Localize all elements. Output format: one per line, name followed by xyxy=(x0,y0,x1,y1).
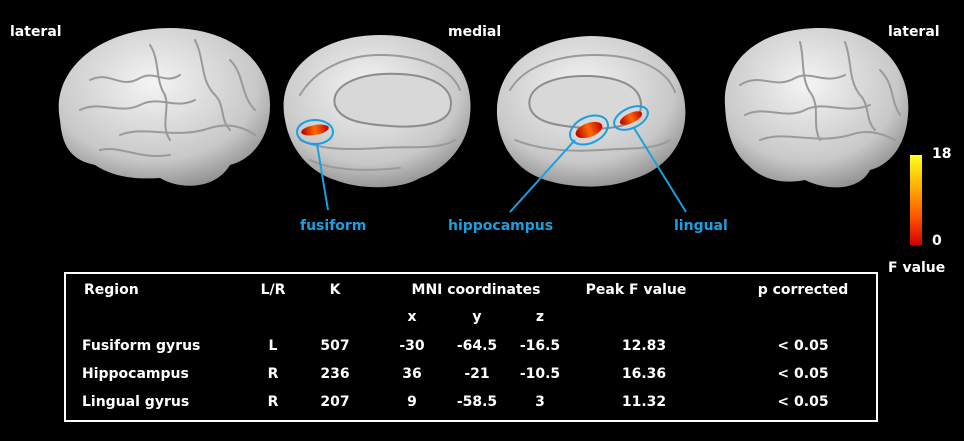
hippocampus-leader xyxy=(509,139,576,213)
table-row-3-k: 207 xyxy=(320,394,350,410)
lingual-circle xyxy=(613,105,649,131)
header-mni: MNI coordinates xyxy=(411,282,541,298)
table-row-3-region: Lingual gyrus xyxy=(82,394,190,410)
right-lateral-label: lateral xyxy=(888,24,940,40)
table-row-1-z: -16.5 xyxy=(519,338,561,354)
table-row-2-k: 236 xyxy=(320,366,350,382)
results-table: Region L/R K MNI coordinates Peak F valu… xyxy=(64,272,878,422)
brain-right-medial xyxy=(496,36,686,187)
left-lateral-label: lateral xyxy=(10,24,62,40)
table-row-3-peak: 11.32 xyxy=(621,394,667,410)
colorbar-min: 0 xyxy=(932,233,942,249)
table-row-2-lr: R xyxy=(267,366,279,382)
colorbar-max: 18 xyxy=(932,146,952,162)
lingual-label: lingual xyxy=(674,218,728,234)
table-row-1-y: -64.5 xyxy=(456,338,498,354)
table-row-2-peak: 16.36 xyxy=(621,366,667,382)
brain-left-lateral xyxy=(58,28,270,186)
brain-right-lateral xyxy=(724,28,909,188)
colorbar-label: F value xyxy=(888,260,946,276)
table-row-3-y: -58.5 xyxy=(456,394,498,410)
subheader-z: z xyxy=(535,309,545,325)
table-row-1-lr: L xyxy=(268,338,278,354)
fusiform-label: fusiform xyxy=(300,218,367,234)
table-row-3-x: 9 xyxy=(407,394,417,410)
hippocampus-circle xyxy=(569,114,609,146)
hippocampus-label: hippocampus xyxy=(448,218,554,234)
lingual-activation xyxy=(619,111,643,125)
header-p: p corrected xyxy=(757,282,849,298)
hippocampus-activation xyxy=(575,121,603,139)
brain-left-medial xyxy=(283,35,471,188)
lingual-leader xyxy=(633,127,687,213)
table-row-2-p: < 0.05 xyxy=(777,366,829,382)
table-row-3-lr: R xyxy=(267,394,279,410)
medial-label: medial xyxy=(448,24,502,40)
table-row-1-p: < 0.05 xyxy=(777,338,829,354)
header-lr: L/R xyxy=(260,282,286,298)
fusiform-activation xyxy=(301,124,329,136)
header-peak: Peak F value xyxy=(585,282,687,298)
subheader-y: y xyxy=(472,309,482,325)
table-row-3-p: < 0.05 xyxy=(777,394,829,410)
table-row-1-k: 507 xyxy=(320,338,350,354)
header-region: Region xyxy=(84,282,139,298)
table-row-1-peak: 12.83 xyxy=(621,338,667,354)
fusiform-leader xyxy=(316,143,329,211)
subheader-x: x xyxy=(407,309,417,325)
table-row-2-region: Hippocampus xyxy=(82,366,189,382)
table-row-1-x: -30 xyxy=(399,338,425,354)
fusiform-circle xyxy=(296,119,334,145)
table-row-2-y: -21 xyxy=(464,366,490,382)
table-row-3-z: 3 xyxy=(535,394,545,410)
table-row-1-region: Fusiform gyrus xyxy=(82,338,201,354)
header-k: K xyxy=(329,282,341,298)
table-row-2-z: -10.5 xyxy=(519,366,561,382)
colorbar xyxy=(910,155,922,245)
table-row-2-x: 36 xyxy=(402,366,422,382)
